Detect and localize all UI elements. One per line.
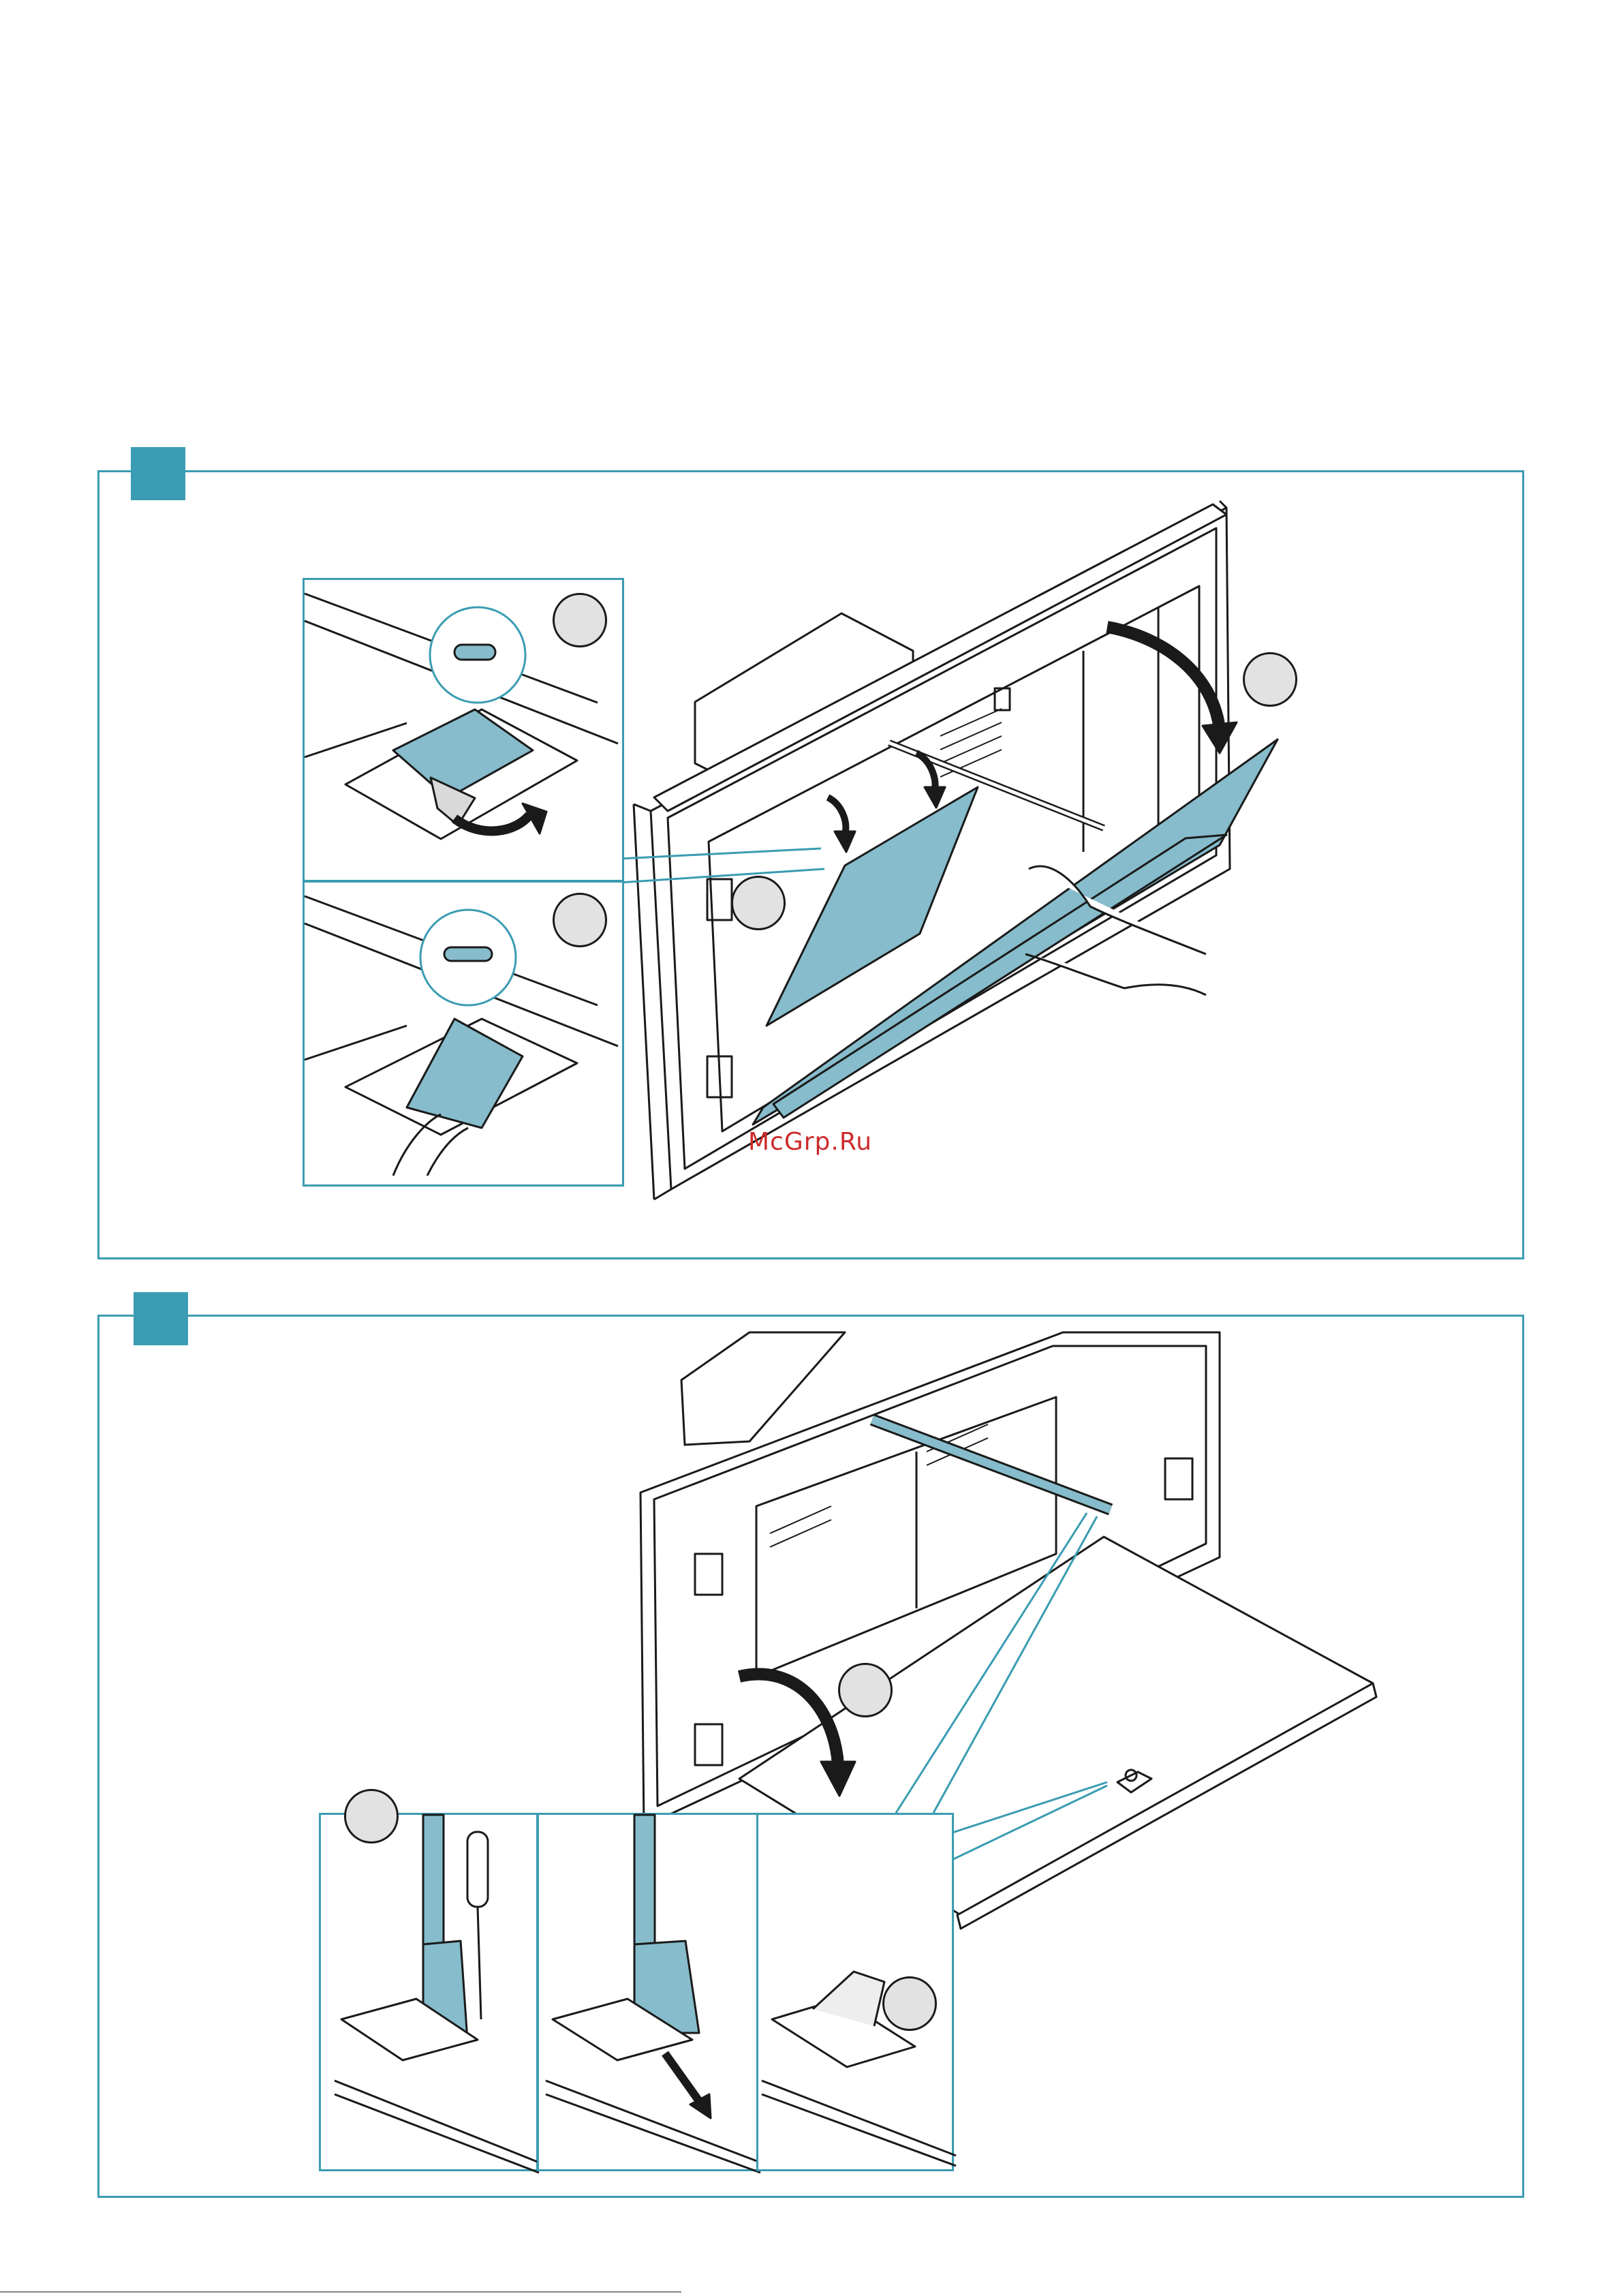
step-marker-6 — [344, 1789, 399, 1843]
footer-divider — [0, 2291, 681, 2293]
step-marker-7 — [882, 1976, 937, 2031]
screwdriver-detail — [321, 1815, 540, 2173]
pry-detail — [539, 1815, 760, 2173]
detail-inset-b — [537, 1813, 758, 2171]
step-marker-5 — [838, 1663, 893, 1717]
detail-inset-a — [319, 1813, 538, 2171]
